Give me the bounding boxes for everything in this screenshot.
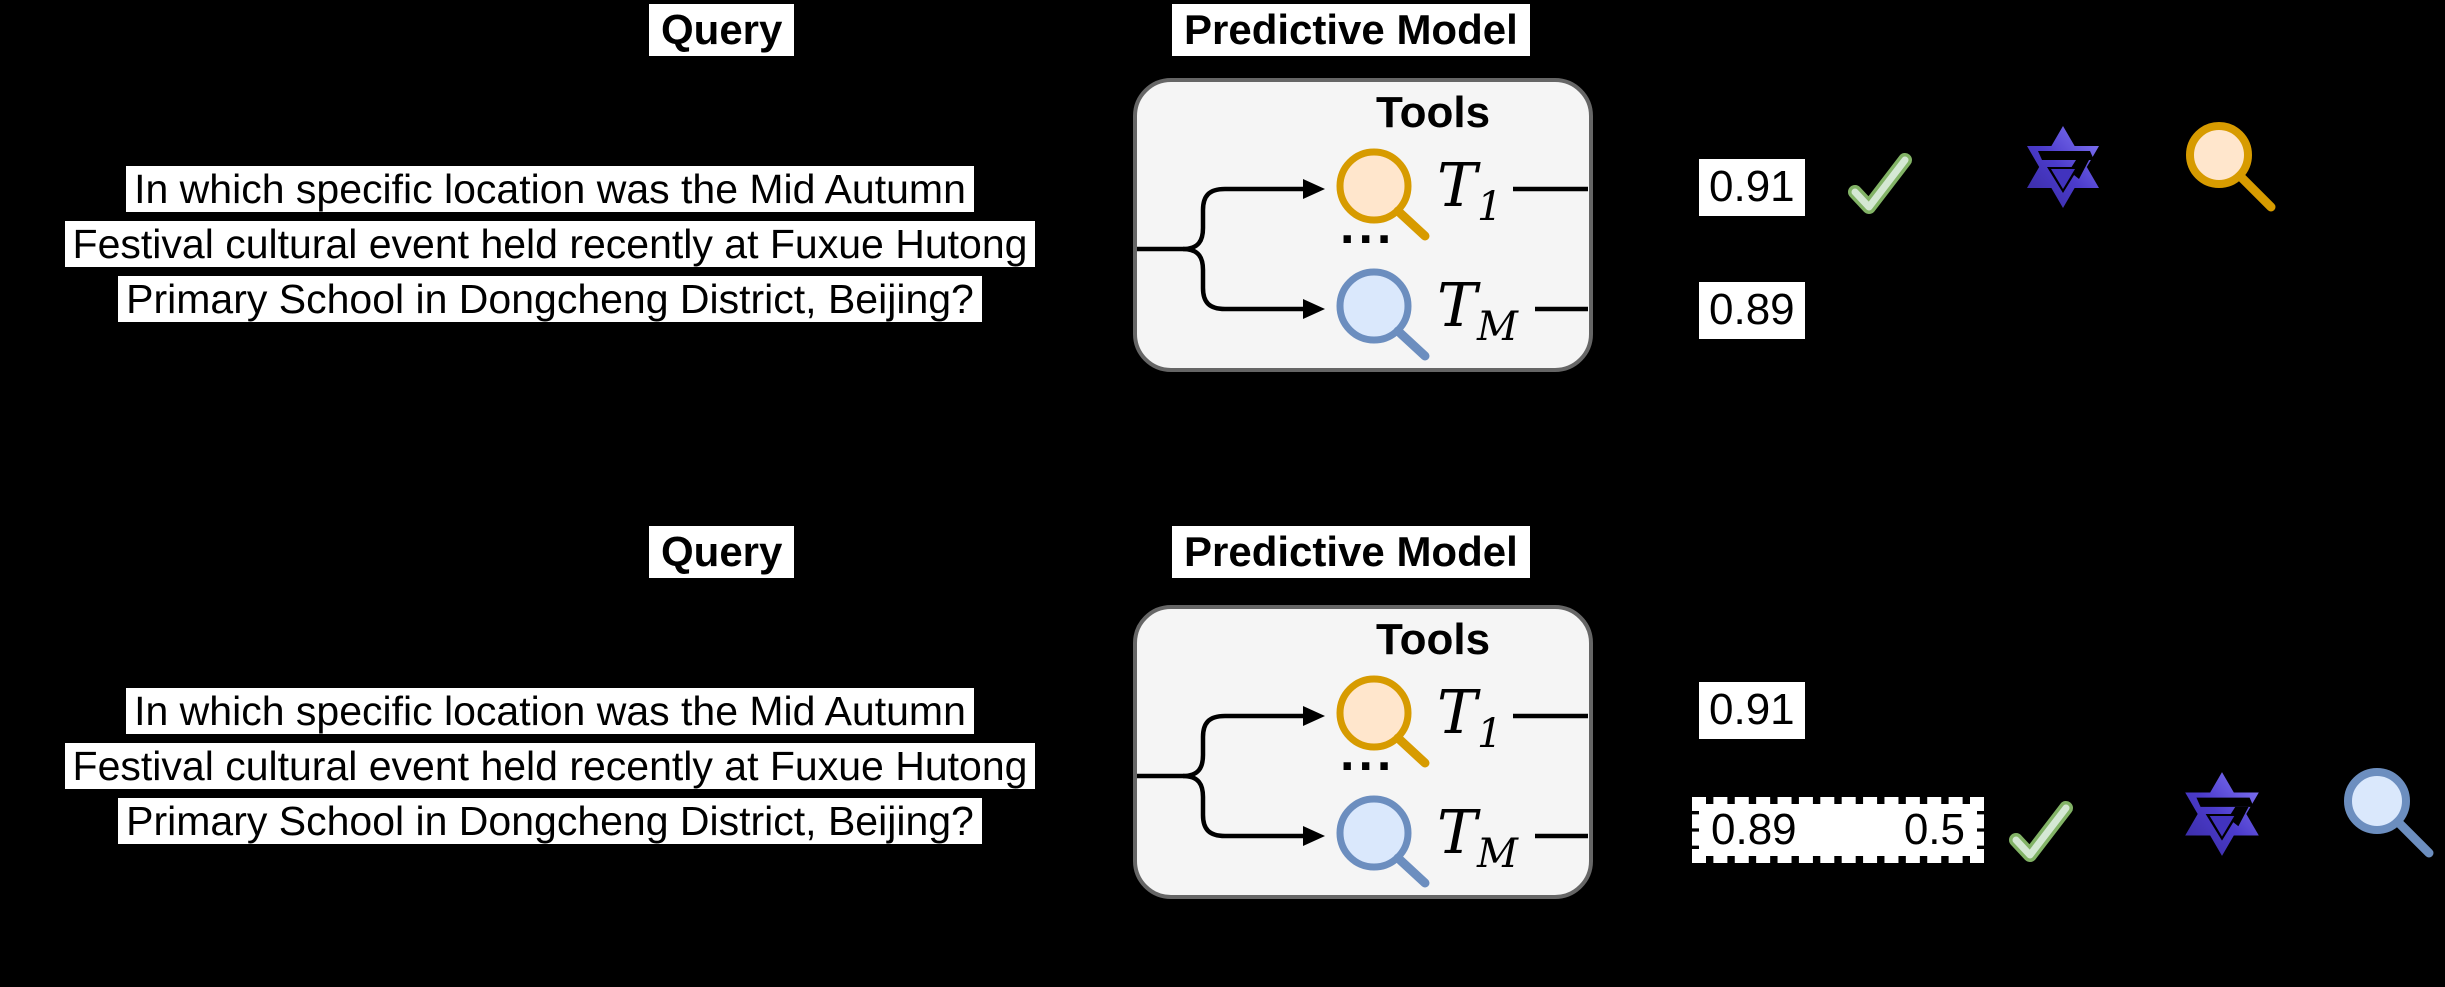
score-tm: 0.89 [1711, 804, 1797, 854]
score-threshold-box: 0.89 0.5 [1692, 797, 1984, 863]
check-icon [1845, 150, 1915, 222]
query-text-line: Festival cultural event held recently at… [64, 221, 1036, 267]
predictive-model-panel: Tools ... T1 TM [1133, 605, 1593, 899]
branch-arrows [1137, 675, 1588, 888]
check-icon [2006, 798, 2076, 870]
search-tool-blue-icon [1336, 268, 1412, 344]
ellipsis: ... [1340, 724, 1396, 782]
tools-label: Tools [1376, 88, 1491, 137]
score-t1: 0.91 [1699, 682, 1805, 739]
query-label: Query [649, 526, 795, 579]
search-tool-blue-icon [1336, 795, 1412, 871]
branch-arrows [1137, 148, 1588, 361]
predictive-model-panel: Tools ... T1 TM [1133, 78, 1593, 372]
predictive-model-label: Predictive Model [1172, 526, 1530, 579]
predictive-model-label: Predictive Model [1172, 4, 1530, 57]
score-tm: 0.89 [1699, 282, 1805, 339]
query-text-line: Festival cultural event held recently at… [64, 743, 1036, 789]
search-tool-orange-icon [1336, 148, 1412, 224]
query-text: In which specific location was the Mid A… [10, 684, 1090, 849]
tools-label: Tools [1376, 615, 1491, 664]
search-icon-orange [2180, 120, 2280, 220]
query-text-line: In which specific location was the Mid A… [126, 688, 974, 734]
tool-m-symbol: TM [1437, 271, 1518, 350]
search-icon-blue [2338, 766, 2438, 866]
search-tool-orange-icon [1336, 675, 1412, 751]
ellipsis: ... [1340, 197, 1396, 255]
qwen-logo-icon [2176, 768, 2268, 860]
tool-1-symbol: T1 [1437, 678, 1503, 757]
query-text-line: In which specific location was the Mid A… [126, 166, 974, 212]
tool-1-symbol: T1 [1437, 151, 1503, 230]
query-text: In which specific location was the Mid A… [10, 162, 1090, 327]
threshold-value: 0.5 [1903, 804, 1965, 854]
query-label: Query [649, 4, 795, 57]
query-text-line: Primary School in Dongcheng District, Be… [118, 276, 982, 322]
qwen-logo-icon [2018, 122, 2108, 212]
score-t1: 0.91 [1699, 159, 1805, 216]
query-text-line: Primary School in Dongcheng District, Be… [118, 798, 982, 844]
tool-m-symbol: TM [1437, 798, 1518, 877]
